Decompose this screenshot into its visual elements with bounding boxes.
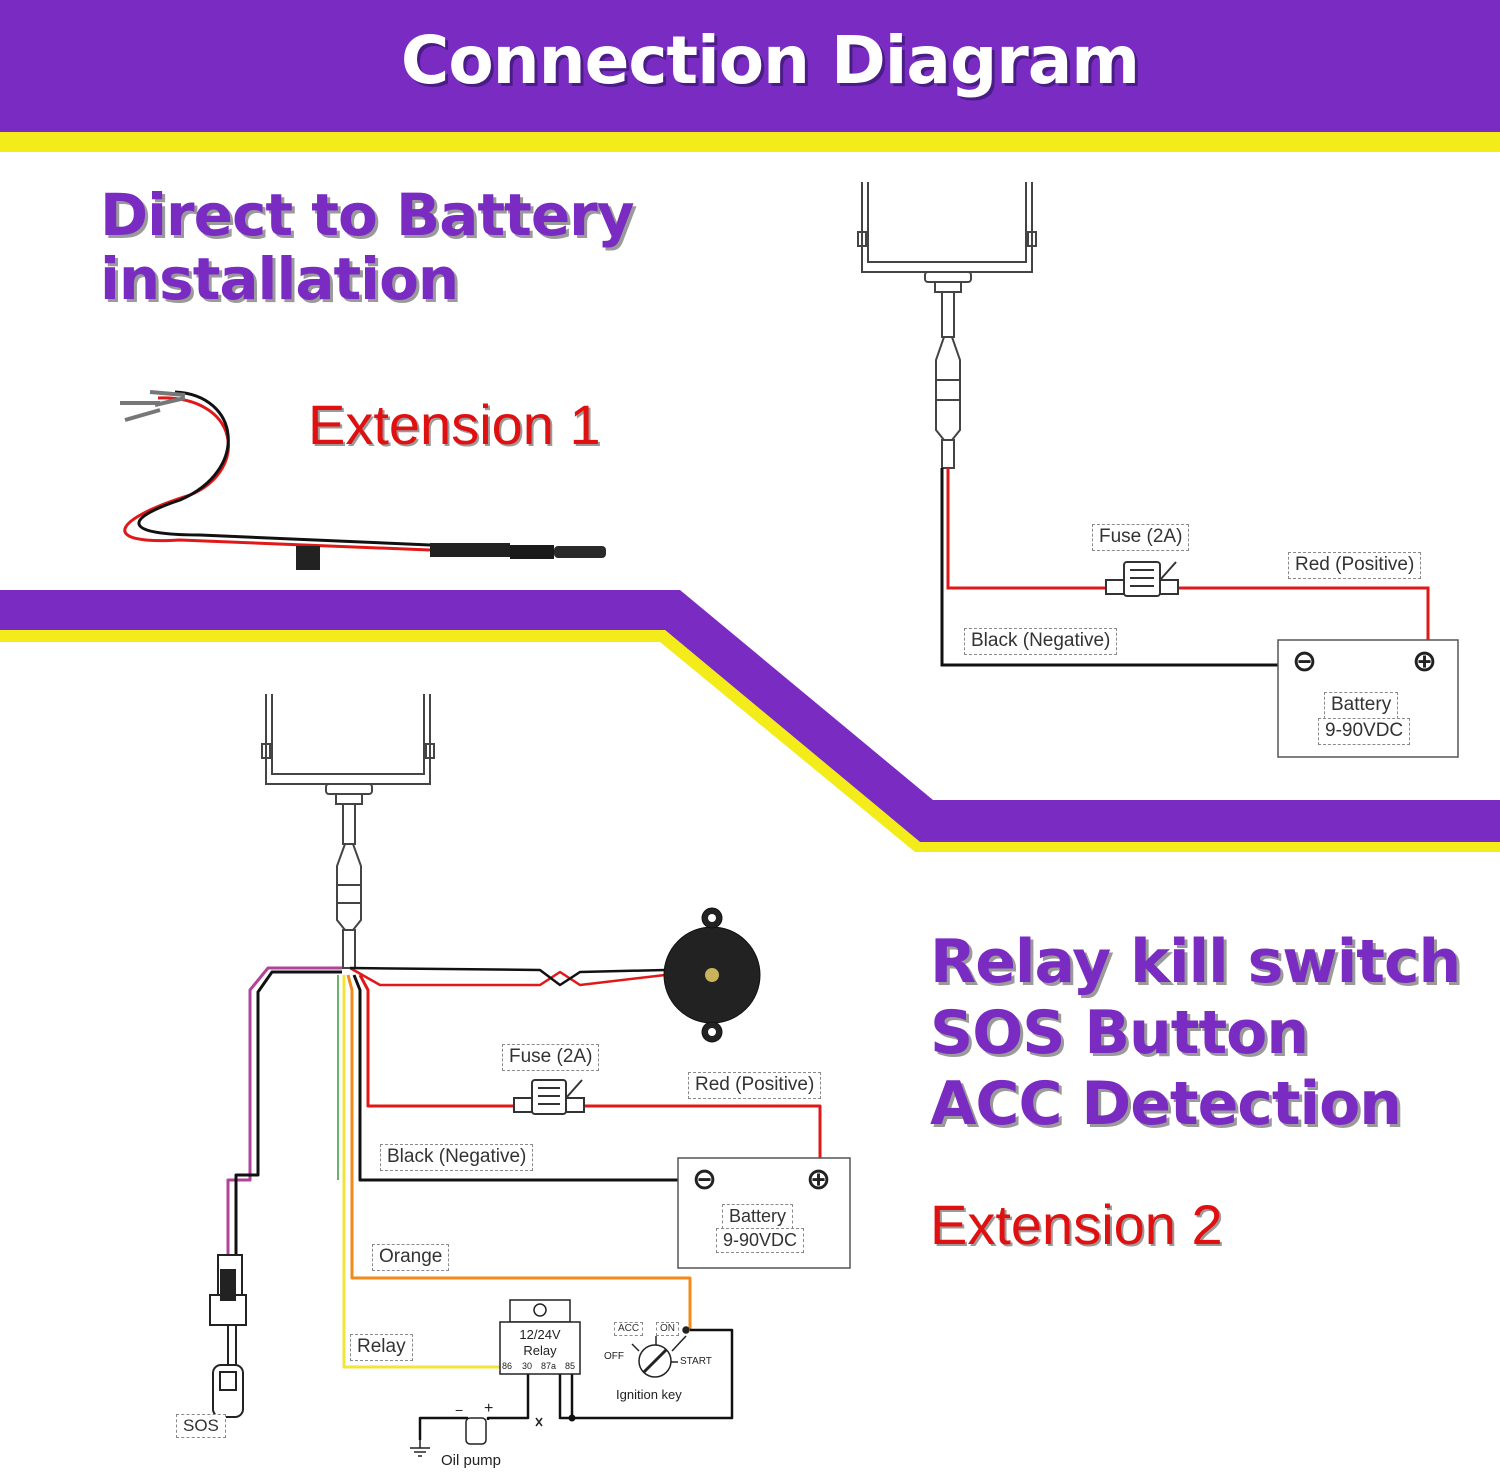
header-banner	[0, 0, 1500, 132]
battery-plus-bottom: ⊕	[806, 1162, 832, 1197]
start-label: START	[680, 1356, 712, 1367]
junction-dot	[568, 1414, 576, 1422]
oil-pump	[410, 1417, 543, 1457]
black-negative-label-top: Black (Negative)	[964, 628, 1118, 655]
extension-1-label: Extension 1	[308, 393, 601, 456]
relay-wire-label: Relay	[350, 1334, 413, 1361]
relay-pin-85: 85	[565, 1361, 576, 1371]
oil-pump-plus: +	[484, 1400, 494, 1417]
gps-device-bottom	[261, 694, 435, 969]
relay-heading-line3: ACC Detection	[930, 1069, 1402, 1139]
wires-top	[940, 468, 1430, 667]
oil-pump-label: Oil pump	[441, 1452, 502, 1469]
relay-pin-86: 86	[502, 1361, 513, 1371]
relay-heading-line2: SOS Button	[930, 998, 1309, 1068]
battery-voltage-top: 9-90VDC	[1318, 718, 1411, 745]
fuse-label-bottom: Fuse (2A)	[502, 1044, 600, 1071]
buzzer	[663, 907, 761, 1043]
wires-bottom	[226, 966, 822, 1440]
relay-pin-30: 30	[522, 1361, 533, 1371]
red-positive-label-bottom: Red (Positive)	[688, 1072, 822, 1099]
battery-plus-top: ⊕	[1412, 644, 1438, 679]
relay-box-title: Relay	[523, 1343, 557, 1358]
black-negative-label-bottom: Black (Negative)	[380, 1144, 534, 1171]
battery-minus-top: ⊖	[1292, 644, 1318, 679]
ignition-switch	[631, 1326, 690, 1378]
battery-label-bottom: Battery	[722, 1204, 794, 1230]
direct-heading-line1: Direct to Battery	[100, 181, 635, 249]
fuse-holder-top	[1105, 561, 1179, 597]
direct-heading-line2: installation	[100, 245, 459, 313]
relay-pin-87a: 87a	[541, 1361, 557, 1371]
acc-label: ACC	[614, 1322, 644, 1336]
gps-device-top	[857, 182, 1037, 469]
page-title: Connection Diagram	[400, 22, 1140, 99]
extension-2-label: Extension 2	[930, 1193, 1223, 1256]
on-label: ON	[656, 1322, 679, 1336]
battery-minus-bottom: ⊖	[692, 1162, 718, 1197]
battery-label-top: Battery	[1324, 692, 1399, 719]
sos-button	[209, 1254, 247, 1418]
oil-pump-minus: −	[455, 1402, 464, 1418]
sos-label: SOS	[176, 1414, 226, 1439]
fuse-label-top: Fuse (2A)	[1092, 524, 1190, 551]
orange-wire-label: Orange	[372, 1244, 450, 1271]
relay-box-voltage: 12/24V	[519, 1327, 561, 1342]
header-yellow-stripe	[0, 132, 1500, 152]
battery-voltage-bottom: 9-90VDC	[716, 1228, 805, 1254]
relay-heading-line1: Relay kill switch	[930, 927, 1461, 997]
off-label: OFF	[604, 1351, 624, 1362]
relay-box	[499, 1299, 581, 1375]
fuse-holder-bottom	[513, 1079, 585, 1115]
extension-1-cable	[120, 390, 606, 570]
divider-purple-shape	[0, 588, 1500, 842]
ignition-key-label: Ignition key	[616, 1387, 682, 1402]
red-positive-label-top: Red (Positive)	[1288, 552, 1422, 579]
